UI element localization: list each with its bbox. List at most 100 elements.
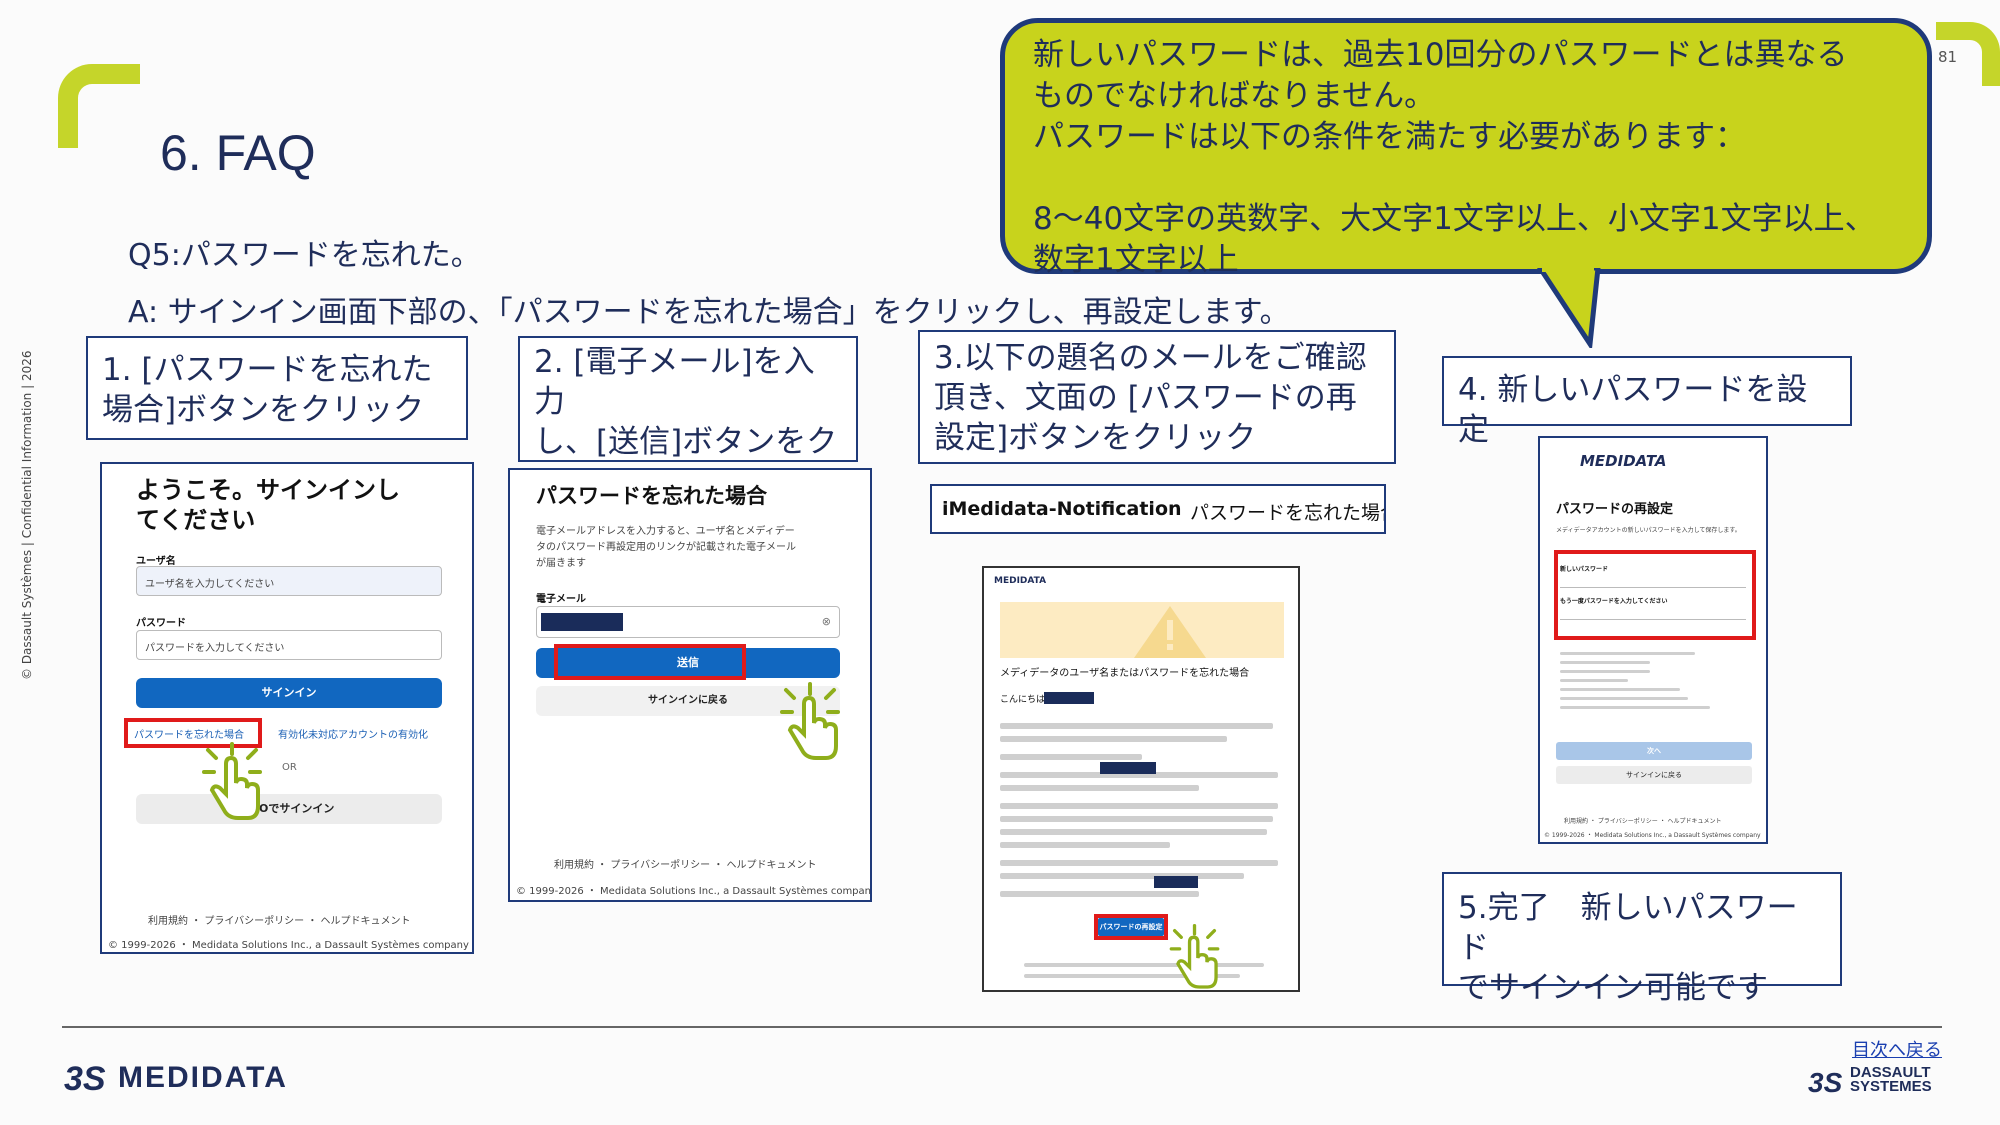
- callout-line: パスワードは以下の条件を満たす必要があります：: [1033, 119, 1746, 155]
- svg-text:3S: 3S: [1808, 1067, 1843, 1098]
- step-5-line: 5.完了 新しいパスワード: [1458, 890, 1798, 966]
- callout-line: 8～40文字の英数字、大文字1文字以上、小文字1文字以上、: [1033, 201, 1876, 237]
- signin-button[interactable]: サインイン: [136, 678, 442, 708]
- or-divider: OR: [282, 762, 297, 773]
- redacted-contact: [1154, 876, 1198, 888]
- back-to-signin-button[interactable]: サインインに戻る: [1556, 766, 1752, 784]
- corner-bracket-decoration-right: [1936, 22, 2000, 86]
- page-title: 6. FAQ: [160, 125, 316, 181]
- corner-bracket-decoration: [58, 64, 140, 148]
- sso-signin-button[interactable]: SSOでサインイン: [136, 794, 442, 824]
- signin-heading: ようこそ。サインインし: [136, 476, 400, 504]
- redacted-name: [1044, 692, 1094, 704]
- medidata-logo: 3S MEDIDATA: [64, 1060, 288, 1096]
- new-password-label: 新しいパスワード: [1560, 566, 1609, 573]
- email-screenshot: MEDIDATA メディデータのユーザ名またはパスワードを忘れた場合 こんにちは…: [982, 566, 1300, 992]
- confirm-password-input[interactable]: [1560, 606, 1746, 620]
- callout-line: 新しいパスワードは、過去10回分のパスワードとは異なる: [1033, 37, 1848, 73]
- new-password-input[interactable]: [1560, 574, 1746, 588]
- systemes-wordmark: SYSTEMES: [1850, 1078, 1932, 1095]
- reset-desc: メディデータアカウントの新しいパスワードを入力して保存します。: [1556, 527, 1741, 534]
- forgot-highlight: [124, 718, 262, 748]
- password-rules-callout: 新しいパスワードは、過去10回分のパスワードとは異なる ものでなければなりません…: [1000, 18, 1932, 278]
- step-5-line: でサインイン可能です: [1458, 970, 1768, 1006]
- password-requirements-list: [1560, 646, 1710, 715]
- copyright: © 1999-2026 ・ Medidata Solutions Inc., a…: [516, 886, 872, 897]
- step-4-line: 4. 新しいパスワードを設定: [1458, 372, 1808, 448]
- step-4-box: 4. 新しいパスワードを設定: [1442, 356, 1852, 448]
- reset-password-screenshot: MEDIDATA パスワードの再設定 メディデータアカウントの新しいパスワードを…: [1538, 436, 1768, 844]
- forgot-heading: パスワードを忘れた場合: [536, 484, 767, 508]
- footer-divider: [62, 1026, 1942, 1028]
- password-fields-highlight: [1554, 550, 1756, 640]
- email-body-text: [1000, 716, 1284, 904]
- pointer-hand-icon: [1169, 924, 1220, 989]
- email-heading: メディデータのユーザ名またはパスワードを忘れた場合: [1000, 668, 1250, 679]
- signin-heading-2: てください: [136, 506, 256, 534]
- pointer-hand-icon: [780, 682, 840, 760]
- confirm-password-label: もう一度パスワードを入力してください: [1560, 598, 1668, 605]
- next-button[interactable]: 次へ: [1556, 742, 1752, 760]
- redacted-username: [1100, 762, 1156, 774]
- email-brand: MEDIDATA: [994, 576, 1047, 586]
- email-label: 電子メール: [536, 594, 586, 605]
- email-input[interactable]: ⊗: [536, 606, 840, 638]
- step-3-line: 設定]ボタンをクリック: [934, 420, 1257, 456]
- password-label: パスワード: [136, 618, 186, 629]
- footer-links: 利用規約 ・ プライバシーポリシー ・ ヘルプドキュメント: [1564, 818, 1722, 825]
- warning-icon: [1134, 606, 1206, 658]
- activate-account-link[interactable]: 有効化未対応アカウントの有効化: [278, 730, 428, 741]
- callout-line: 数字1文字以上: [1033, 242, 1239, 278]
- 3ds-logo-icon: 3S: [64, 1060, 106, 1096]
- password-input[interactable]: パスワードを入力してください: [136, 630, 442, 660]
- forgot-password-link[interactable]: パスワードを忘れた場合: [134, 730, 244, 741]
- answer-text: A: サインイン画面下部の、「パスワードを忘れた場合」をクリックし、再設定します…: [128, 295, 1290, 330]
- dassault-systemes-logo: 3S DASSAULT SYSTEMES: [1808, 1062, 1932, 1098]
- footer-links: 利用規約 ・ プライバシーポリシー ・ ヘルプドキュメント: [148, 916, 411, 927]
- step-3-line: 頂き、文面の [パスワードの再: [934, 380, 1357, 416]
- forgot-desc-1: 電子メールアドレスを入力すると、ユーザ名とメディデー: [536, 526, 795, 537]
- pointer-hand-icon: [202, 742, 262, 820]
- mail-subject-bar: iMedidata-Notification パスワードを忘れた場合: [930, 484, 1386, 534]
- question-text: Q5:パスワードを忘れた。: [128, 238, 481, 273]
- 3ds-logo-icon: 3S: [1808, 1067, 1843, 1098]
- medidata-wordmark: MEDIDATA: [118, 1061, 288, 1094]
- reset-heading: パスワードの再設定: [1556, 502, 1674, 517]
- step-2-box: 2. [電子メール]を入力 し、[送信]ボタンをクリ ック: [518, 336, 858, 540]
- callout-line: [1033, 158, 1899, 199]
- svg-text:3S: 3S: [64, 1060, 106, 1096]
- username-input[interactable]: ユーザ名を入力してください: [136, 566, 442, 596]
- step-3-box: 3.以下の題名のメールをご確認 頂き、文面の [パスワードの再 設定]ボタンをク…: [918, 330, 1396, 464]
- page-number: 81: [1938, 48, 1958, 66]
- warning-banner: [1000, 602, 1284, 658]
- back-to-toc-link[interactable]: 目次へ戻る: [1852, 1040, 1942, 1061]
- reset-highlight: [1094, 914, 1168, 940]
- forgot-desc-2: タのパスワード再設定用のリンクが記載された電子メール: [536, 542, 796, 553]
- reset-brand: MEDIDATA: [1580, 452, 1667, 470]
- step-5-box: 5.完了 新しいパスワード でサインイン可能です: [1442, 872, 1842, 1006]
- email-footer: [1024, 956, 1264, 985]
- step-3-line: 3.以下の題名のメールをご確認: [934, 340, 1367, 376]
- send-highlight: [554, 644, 746, 680]
- step-2-line: 2. [電子メール]を入力: [534, 344, 815, 420]
- email-greeting: こんにちは: [1000, 695, 1046, 705]
- send-button[interactable]: 送信: [536, 648, 840, 678]
- step-1-box: 1. [パスワードを忘れた 場合]ボタンをクリック: [86, 336, 468, 440]
- confidential-notice: © Dassault Systèmes | Confidential Infor…: [20, 350, 34, 680]
- step-1-line: 1. [パスワードを忘れた: [102, 352, 433, 388]
- mail-subject: パスワードを忘れた場合: [1190, 502, 1386, 524]
- step-1-line: 場合]ボタンをクリック: [102, 392, 425, 428]
- signin-screenshot: ようこそ。サインインし てください ユーザ名 ユーザ名を入力してください パスワ…: [100, 462, 474, 954]
- step-2-line: し、[送信]ボタンをクリ: [534, 424, 838, 500]
- redacted-email: [541, 613, 623, 631]
- dassault-wordmark: DASSAULT: [1850, 1064, 1931, 1081]
- mail-sender: iMedidata-Notification: [942, 498, 1182, 520]
- callout-line: ものでなければなりません。: [1033, 78, 1436, 114]
- copyright: © 1999-2026 ・ Medidata Solutions Inc., a…: [108, 940, 469, 951]
- reset-password-button[interactable]: パスワードの再設定: [1098, 918, 1164, 936]
- footer-links: 利用規約 ・ プライバシーポリシー ・ ヘルプドキュメント: [554, 860, 817, 871]
- clear-icon[interactable]: ⊗: [821, 615, 831, 628]
- copyright: © 1999-2026 ・ Medidata Solutions Inc., a…: [1544, 832, 1761, 839]
- callout-tail: [1537, 268, 1601, 348]
